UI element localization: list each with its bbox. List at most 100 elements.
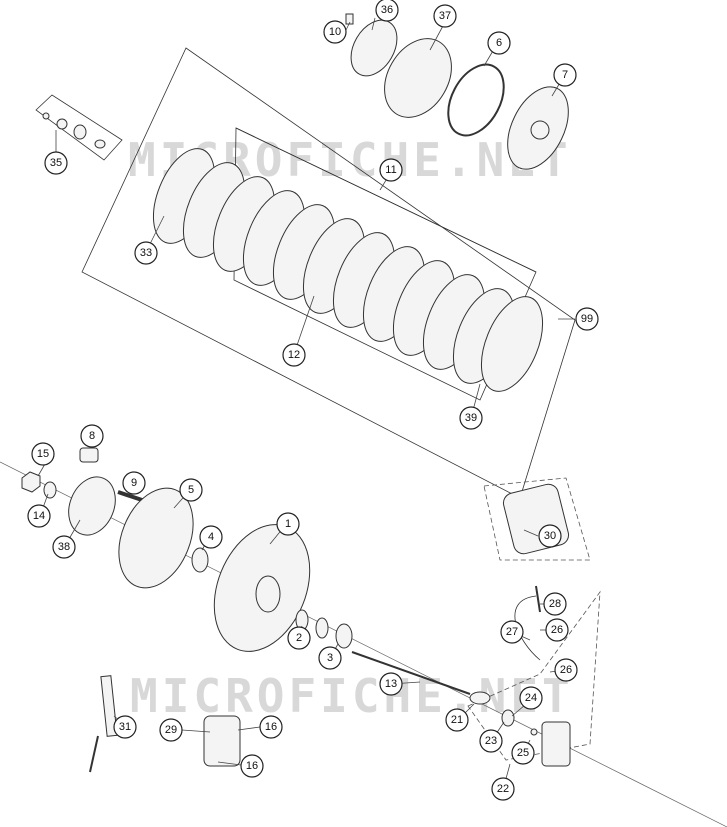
svg-text:15: 15 [37,448,49,460]
thrust-washer-4 [191,547,209,573]
callout-30: 30 [538,524,562,548]
callout-11: 11 [379,158,403,182]
svg-text:39: 39 [465,412,477,424]
pin-small [94,139,106,149]
lever-21 [469,691,491,705]
callout-8: 8 [80,424,104,448]
collar-3 [335,623,353,649]
callout-39: 39 [459,406,483,430]
svg-text:16: 16 [246,760,258,772]
svg-text:2: 2 [296,632,302,644]
plate-stack-divider [235,127,537,273]
svg-text:13: 13 [385,678,397,690]
washer-14 [43,481,57,499]
wire-ring-6 [447,63,505,137]
svg-text:4: 4 [208,531,214,543]
callout-1: 1 [276,512,300,536]
svg-text:25: 25 [517,747,529,759]
svg-text:27: 27 [506,626,518,638]
pin-9 [117,490,143,502]
svg-text:29: 29 [165,724,177,736]
callout-28: 28 [543,592,567,616]
callout-16b: 16 [240,754,264,778]
svg-text:6: 6 [496,37,502,49]
svg-text:16: 16 [265,721,277,733]
svg-text:23: 23 [485,735,497,747]
svg-text:33: 33 [140,247,152,259]
bushing-2b [315,617,329,639]
push-rod-13 [351,651,471,695]
assembly-axis-line [0,461,727,827]
callout-36: 36 [375,0,399,22]
callout-4: 4 [199,525,223,549]
svg-text:30: 30 [544,530,556,542]
watermark-bottom: MICROFICHE.NET [130,669,574,723]
svg-text:8: 8 [89,430,95,442]
callout-6: 6 [487,31,511,55]
callout-15: 15 [31,442,55,466]
svg-text:26: 26 [551,624,563,636]
svg-text:21: 21 [451,714,463,726]
screw-25 [530,728,538,736]
needle-bearing-36 [350,19,398,77]
callout-2: 2 [287,626,311,650]
svg-text:1: 1 [285,518,291,530]
svg-text:22: 22 [497,783,509,795]
callout-29: 29 [159,718,183,742]
bolt-10 [345,13,354,25]
tool-31 [89,675,118,773]
svg-text:3: 3 [327,652,333,664]
nut-15 [21,471,41,493]
svg-text:14: 14 [33,510,45,522]
master-cylinder-24 [541,721,571,767]
inner-hub-5 [118,487,194,589]
callout-33: 33 [134,241,158,265]
callout-37: 37 [433,4,457,28]
slave-cylinder-30 [502,483,570,555]
callout-16a: 16 [259,715,283,739]
callout-13: 13 [379,672,403,696]
callout-25: 25 [511,741,535,765]
callout-24: 24 [519,686,543,710]
clutch-slave-group-outline [483,477,591,561]
svg-text:26: 26 [560,664,572,676]
svg-text:12: 12 [288,349,300,361]
callout-26a: 26 [545,618,569,642]
svg-text:11: 11 [385,164,396,176]
clip-8 [79,447,99,463]
svg-text:10: 10 [329,26,341,38]
svg-text:37: 37 [439,10,451,22]
svg-text:24: 24 [525,692,537,704]
callout-12: 12 [282,343,306,367]
svg-text:36: 36 [381,4,393,16]
callout-99: 99 [575,307,599,331]
callout-35: 35 [44,151,68,175]
banjo-28 [535,585,541,613]
callout-27: 27 [500,620,524,644]
basket-center [255,575,281,613]
pressure-plate-hub [530,120,550,140]
seal-23 [501,709,515,727]
small-parts-box [35,94,123,161]
callout-5: 5 [179,478,203,502]
callout-22: 22 [491,777,515,801]
callout-26b: 26 [554,658,578,682]
callout-31: 31 [113,715,137,739]
svg-text:35: 35 [50,157,62,169]
callout-21: 21 [445,708,469,732]
washer-medium [56,118,68,130]
svg-text:28: 28 [549,598,561,610]
callout-38: 38 [52,535,76,559]
washer-small [42,112,50,120]
callout-9: 9 [122,471,146,495]
callout-10: 10 [323,20,347,44]
actuator-group-outline [467,590,601,761]
svg-text:38: 38 [58,541,70,553]
callout-14: 14 [27,504,51,528]
bearing-small [73,124,87,140]
callout-23: 23 [479,729,503,753]
callout-7: 7 [553,63,577,87]
clutch-kit-group-outline [81,47,576,499]
pressure-plate-ring-37 [384,38,452,118]
slave-cover-29 [203,715,241,767]
